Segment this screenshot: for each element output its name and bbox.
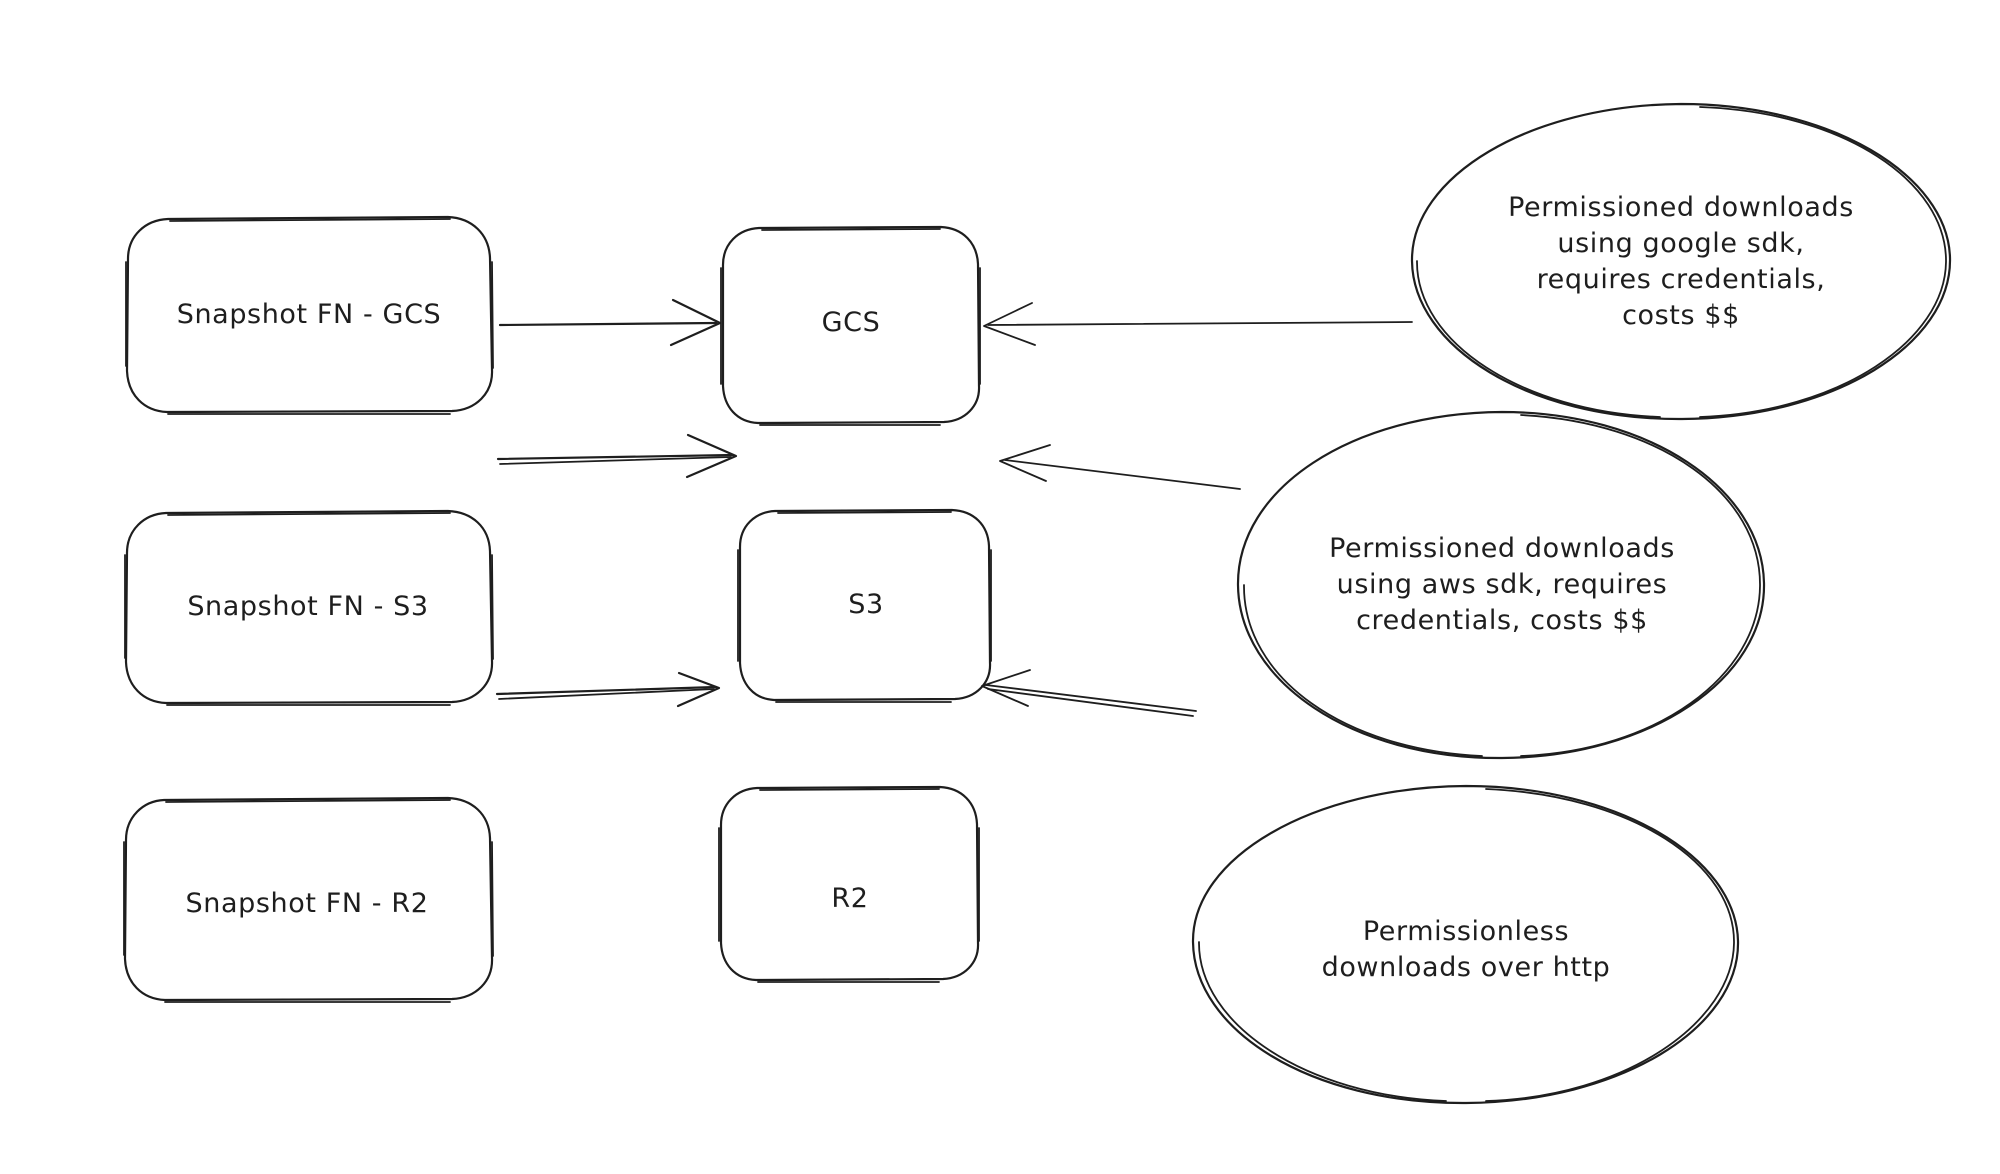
edge-s3-note-to-s3[interactable] [999,444,1241,490]
snapshot-fn-s3-shape[interactable] [124,509,494,706]
edge-snapshot-fn-r2-to-r2[interactable] [495,671,721,708]
edge-snapshot-fn-gcs-to-gcs[interactable] [498,298,722,347]
s3-store-shape[interactable] [737,508,992,703]
gcs-store-shape[interactable] [720,225,981,426]
snapshot-fn-gcs-shape[interactable] [125,215,494,415]
snapshot-fn-r2-shape[interactable] [123,796,494,1003]
s3-note-shape[interactable] [1236,410,1766,760]
gcs-note-shape[interactable] [1410,102,1952,421]
r2-store-shape[interactable] [718,785,980,983]
r2-note-shape[interactable] [1191,784,1740,1105]
edge-snapshot-fn-s3-to-s3[interactable] [496,433,738,479]
edge-gcs-note-to-gcs[interactable] [983,302,1413,346]
edge-r2-note-to-r2[interactable] [981,669,1197,717]
